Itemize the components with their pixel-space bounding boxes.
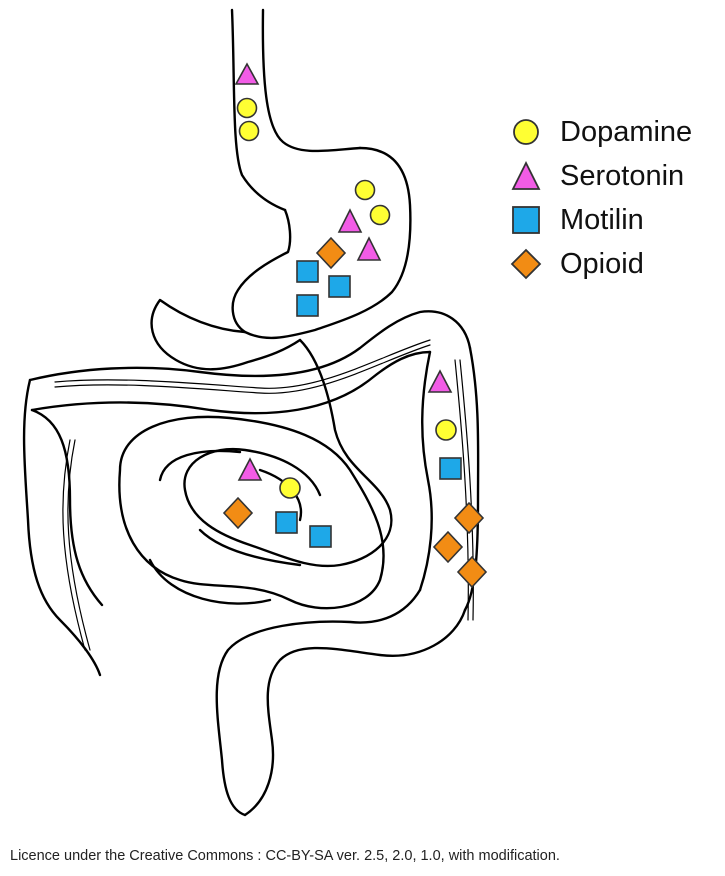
motilin-marker	[296, 260, 319, 283]
opioid-marker	[456, 555, 488, 589]
legend-label: Motilin	[560, 204, 644, 236]
serotonin-marker	[427, 369, 453, 393]
dopamine-marker	[435, 419, 457, 441]
legend-label: Opioid	[560, 248, 644, 280]
legend-item-dopamine: Dopamine	[510, 112, 715, 156]
square-icon	[512, 206, 540, 234]
dopamine-marker	[369, 204, 391, 226]
serotonin-marker	[237, 457, 263, 481]
legend-label: Serotonin	[560, 160, 685, 192]
opioid-marker	[315, 236, 347, 270]
triangle-icon	[511, 160, 541, 190]
legend-label: Dopamine	[560, 116, 693, 148]
opioid-marker	[222, 496, 254, 530]
licence-note: Licence under the Creative Commons : CC-…	[10, 848, 560, 864]
transverse-colon-outline	[28, 310, 472, 382]
stomach-outline	[231, 146, 412, 340]
opioid-marker	[453, 501, 485, 535]
serotonin-marker	[337, 208, 363, 233]
rectum-outline	[215, 588, 467, 817]
dopamine-marker	[354, 179, 376, 201]
motilin-marker	[439, 457, 462, 480]
legend-item-opioid: Opioid	[510, 244, 715, 288]
small-intestine-outline	[183, 338, 393, 568]
motilin-marker	[296, 294, 319, 317]
legend-item-serotonin: Serotonin	[510, 156, 715, 200]
motilin-marker	[328, 275, 351, 298]
opioid-marker	[432, 530, 464, 564]
dopamine-marker	[238, 120, 260, 142]
legend-item-motilin: Motilin	[510, 200, 715, 244]
motilin-marker	[309, 525, 332, 548]
circle-icon	[513, 119, 539, 145]
serotonin-marker	[356, 236, 382, 261]
dopamine-marker	[236, 97, 258, 119]
motilin-marker	[275, 511, 298, 534]
esophagus-outline	[230, 8, 362, 212]
taenia-line	[54, 339, 431, 394]
dopamine-marker	[279, 477, 301, 499]
diamond-icon	[510, 248, 542, 280]
serotonin-marker	[234, 62, 260, 85]
ascending-colon-outline	[22, 378, 104, 677]
receptor-markers	[222, 62, 488, 589]
duodenum-outline	[150, 298, 302, 371]
legend: Dopamine Serotonin Motilin Opioid	[510, 112, 715, 288]
